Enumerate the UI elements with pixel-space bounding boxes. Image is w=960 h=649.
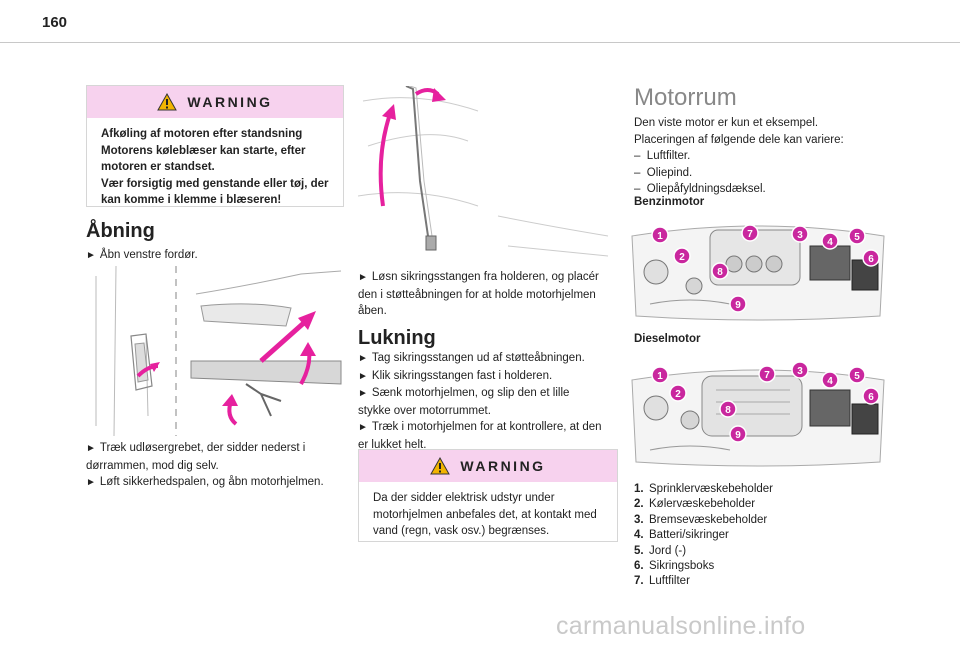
pointer-arrow-icon: ► (86, 250, 96, 261)
petrol-engine-label: Benzinmotor (634, 196, 705, 208)
pointer-arrow-icon: ► (358, 272, 368, 283)
top-rule (0, 42, 960, 43)
engine-parts-legend: 1.Sprinklervæskebeholder 2.Kølervæskebeh… (634, 482, 773, 590)
chapter-heading-engine-bay: Motorrum (634, 84, 737, 111)
callout-6: 6 (868, 392, 874, 403)
callout-6: 6 (868, 254, 874, 265)
warning-line: Da der sidder elektrisk udstyr under (373, 492, 555, 504)
callout-4: 4 (827, 237, 833, 248)
warning-line: Vær forsigtig med genstande eller tøj, d… (101, 177, 329, 190)
warning-line: motoren er standset. (101, 161, 215, 173)
callout-4: 4 (827, 376, 833, 387)
warning-header: WARNING (87, 86, 343, 118)
step-text: Tag sikringsstangen ud af støtteåbningen… (371, 352, 585, 364)
step-text: stykke over motorrummet. (358, 404, 491, 417)
warning-line: kan komme i klemme i blæseren! (101, 194, 282, 206)
callout-8: 8 (725, 405, 731, 416)
step-text: er lukket helt. (358, 438, 427, 451)
step-text: den i støtteåbningen for at holde motorh… (358, 288, 596, 301)
figure-petrol-engine: 1 2 3 4 5 6 7 8 9 (631, 224, 885, 321)
warning-title: WARNING (187, 94, 273, 110)
pointer-arrow-icon: ► (358, 422, 368, 433)
watermark: carmanualsonline.info (556, 612, 806, 640)
step-text: Løft sikkerhedspalen, og åbn motorhjelme… (99, 476, 324, 488)
step-text: Løsn sikringsstangen fra holderen, og pl… (371, 271, 599, 283)
legend-item: 1.Sprinklervæskebeholder (634, 483, 774, 495)
warning-line: Motorens køleblæser kan starte, efter (101, 144, 306, 157)
warning-text: Afkøling af motoren efter standsning Mot… (87, 118, 343, 219)
closing-steps: ►Tag sikringsstangen ud af støtteåbninge… (358, 350, 620, 453)
page-number: 160 (42, 14, 68, 31)
callout-8: 8 (717, 267, 723, 278)
figure-diesel-engine: 1 2 3 4 5 6 7 8 9 (631, 361, 885, 467)
stay-instruction: ►Løsn sikringsstangen fra holderen, og p… (358, 269, 620, 320)
callout-2: 2 (675, 389, 681, 400)
pointer-arrow-icon: ► (86, 443, 96, 454)
callout-2: 2 (679, 252, 685, 263)
legend-item: 4.Batteri/sikringer (634, 529, 729, 542)
callout-7: 7 (747, 229, 753, 240)
callout-5: 5 (854, 371, 860, 382)
pointer-arrow-icon: ► (358, 388, 368, 399)
callout-9: 9 (735, 300, 741, 311)
figure-hood-release (95, 266, 342, 436)
part-item: – Luftfilter. (634, 150, 691, 162)
step-text: Træk udløsergrebet, der sidder nederst i (99, 442, 306, 454)
diesel-engine-label: Dieselmotor (634, 333, 701, 345)
opening-step-2: ►Træk udløsergrebet, der sidder nederst … (86, 440, 346, 492)
section-heading-opening: Åbning (86, 220, 155, 242)
callout-7: 7 (764, 370, 770, 381)
warning-text: Da der sidder elektrisk udstyr under mot… (359, 482, 617, 550)
warning-triangle-icon (157, 93, 178, 111)
warning-triangle-icon (430, 457, 451, 475)
part-item: – Oliepind. (634, 166, 693, 179)
pointer-arrow-icon: ► (358, 353, 368, 364)
part-item: – Oliepåfyldningsdæksel. (634, 183, 766, 195)
warning-box-cooling: WARNING Afkøling af motoren efter stands… (86, 85, 344, 207)
opening-step-1: ►Åbn venstre fordør. (86, 247, 346, 265)
figure-hood-stay (358, 86, 609, 257)
step-text: Klik sikringsstangen fast i holderen. (371, 369, 553, 382)
legend-item: 6.Sikringsboks (634, 560, 715, 573)
warning-line: vand (regn, vask osv.) begrænses. (373, 525, 550, 537)
warning-box-water: WARNING Da der sidder elektrisk udstyr u… (358, 449, 618, 542)
callout-5: 5 (854, 232, 860, 243)
warning-line: Afkøling af motoren efter standsning (101, 128, 303, 140)
callout-9: 9 (735, 430, 741, 441)
warning-title: WARNING (460, 458, 546, 474)
pointer-arrow-icon: ► (86, 477, 96, 488)
intro-text: Placeringen af følgende dele kan variere… (634, 133, 844, 146)
warning-line: motorhjelmen anbefales det, at kontakt m… (373, 508, 597, 521)
legend-item: 2.Kølervæskebeholder (634, 498, 756, 511)
step-text: dørrammen, mod dig selv. (86, 459, 219, 472)
callout-3: 3 (797, 230, 803, 241)
callout-3: 3 (797, 366, 803, 377)
section-heading-closing: Lukning (358, 327, 436, 349)
warning-header: WARNING (359, 450, 617, 482)
step-text: Åbn venstre fordør. (99, 249, 198, 261)
legend-item: 3.Bremsevæskebeholder (634, 513, 768, 526)
legend-item: 7.Luftfilter (634, 575, 690, 588)
legend-item: 5.Jord (-) (634, 544, 687, 557)
step-text: åben. (358, 305, 387, 317)
callout-1: 1 (657, 231, 663, 242)
pointer-arrow-icon: ► (358, 370, 368, 382)
step-text: Træk i motorhjelmen for at kontrollere, … (371, 421, 602, 433)
callout-1: 1 (657, 371, 663, 382)
step-text: Sænk motorhjelmen, og slip den et lille (371, 387, 570, 399)
engine-bay-intro: Den viste motor er kun et eksempel. Plac… (634, 115, 894, 198)
intro-text: Den viste motor er kun et eksempel. (634, 117, 819, 129)
